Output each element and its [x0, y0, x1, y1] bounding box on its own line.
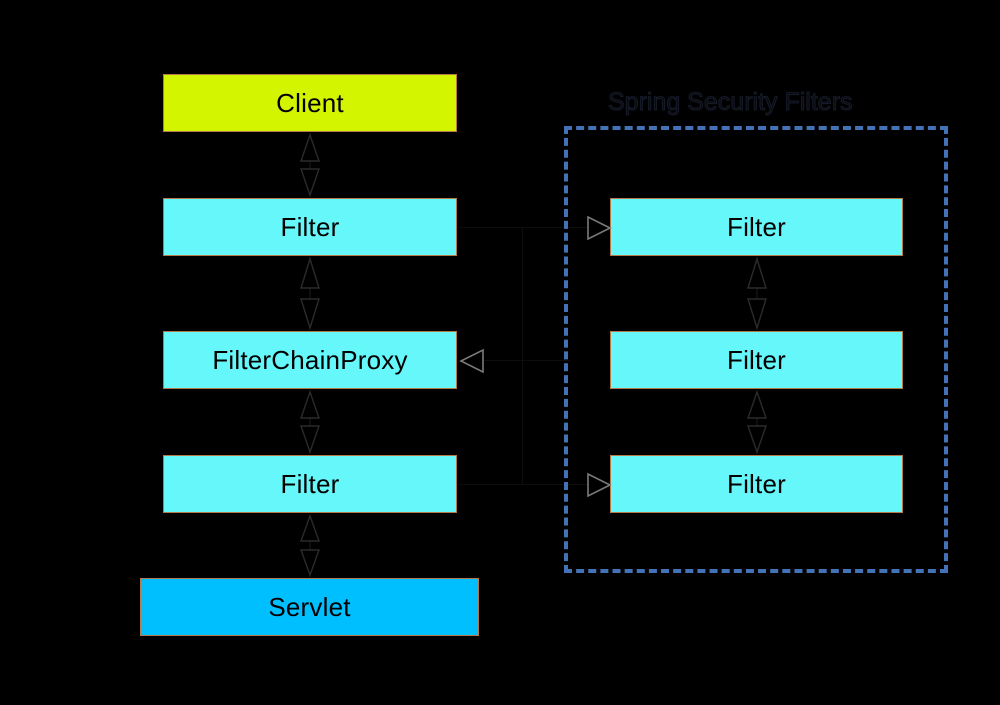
connector-ss-chain-to-proxy [480, 360, 570, 361]
arrow-proxy-filter-bottom [297, 389, 323, 455]
node-servlet[interactable]: Servlet [140, 578, 479, 636]
arrow-filter-top-proxy [297, 256, 323, 331]
node-filter-chain-proxy-label: FilterChainProxy [212, 345, 408, 375]
node-servlet-label: Servlet [268, 592, 351, 622]
node-ss-filter-1[interactable]: Filter [610, 198, 903, 256]
node-client[interactable]: Client [163, 74, 457, 132]
connector-proxy-to-ss-filter-3 [458, 484, 588, 485]
node-ss-filter-1-label: Filter [727, 212, 786, 242]
node-filter-chain-proxy[interactable]: FilterChainProxy [163, 331, 457, 389]
node-ss-filter-2-label: Filter [727, 345, 786, 375]
group-title-spring-security-filters: Spring Security Filters [608, 88, 853, 116]
node-ss-filter-3-label: Filter [727, 469, 786, 499]
node-filter-top-label: Filter [280, 212, 340, 242]
spring-security-filters-group-box [564, 126, 948, 573]
node-filter-top[interactable]: Filter [163, 198, 457, 256]
connector-proxy-to-ss-filter-1 [458, 227, 588, 228]
connector-vertical-bus-right [522, 227, 523, 484]
node-ss-filter-2[interactable]: Filter [610, 331, 903, 389]
arrowhead-into-filter-chain-proxy [459, 347, 485, 375]
node-ss-filter-3[interactable]: Filter [610, 455, 903, 513]
node-client-label: Client [276, 88, 344, 118]
arrow-client-filter-top [297, 132, 323, 198]
node-filter-bottom[interactable]: Filter [163, 455, 457, 513]
arrow-filter-bottom-servlet [297, 513, 323, 578]
node-filter-bottom-label: Filter [280, 469, 340, 499]
